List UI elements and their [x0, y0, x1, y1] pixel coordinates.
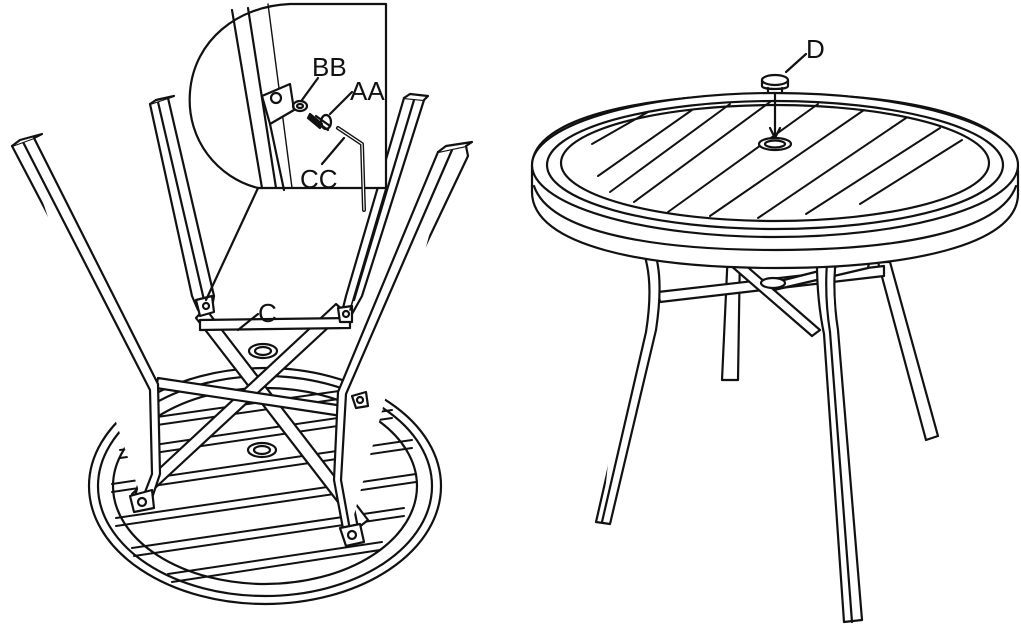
crossbar-label: C	[258, 298, 277, 328]
hex-key-icon	[336, 126, 366, 212]
assembled-table: D	[530, 34, 1020, 624]
hex-key-label: CC	[300, 164, 338, 194]
plug-leader	[784, 52, 808, 74]
detail-magnifier	[188, 2, 388, 311]
umbrella-plug-icon	[760, 73, 790, 94]
insert-arrowhead	[768, 126, 782, 140]
plug-label: D	[806, 34, 825, 64]
cross-brace	[130, 302, 372, 530]
upside-down-table: C	[10, 2, 474, 606]
screw-icon	[306, 112, 333, 132]
crossbar-leader	[236, 312, 260, 332]
washer-label: BB	[312, 52, 347, 82]
corner-brackets	[128, 294, 370, 548]
tabletop	[530, 91, 1020, 270]
screw-label: AA	[350, 76, 385, 106]
table-legs	[10, 92, 474, 536]
washer-icon	[291, 99, 309, 113]
